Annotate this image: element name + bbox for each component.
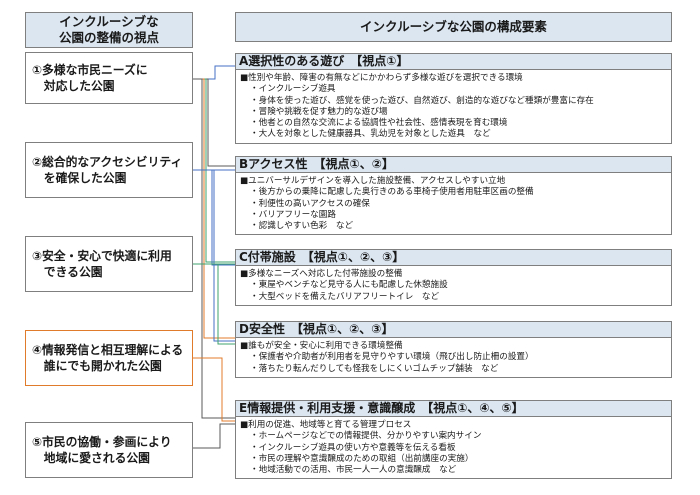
section-e-item: ・ホームページなどでの情報提供、分かりやすい案内サイン <box>250 431 482 442</box>
viewpoint-5: ⑤市民の協働・参画により 地域に愛される公園 <box>25 422 193 478</box>
section-b-item: ・バリアフリーな園路 <box>250 209 336 220</box>
section-b-title: Bアクセス性 【視点①、②】 <box>235 156 672 173</box>
section-a-item: ・インクルーシブ遊具 <box>250 84 336 95</box>
section-e-body: ■利用の促進、地域等と育てる管理プロセス ・ホームページなどでの情報提供、分かり… <box>235 417 672 480</box>
viewpoint-5-text: ⑤市民の協働・参画により 地域に愛される公園 <box>32 435 172 465</box>
section-a-item: ・他者との自然な交流による協調性や社会性、感情表現を育む環境 <box>250 118 508 129</box>
viewpoint-2-text: ②総合的なアクセシビリティ を確保した公園 <box>32 155 183 185</box>
connector-1-A <box>193 65 235 80</box>
elements-header-text: インクルーシブな公園の構成要素 <box>360 19 547 34</box>
viewpoints-header: インクルーシブな 公園の整備の視点 <box>25 12 193 48</box>
section-b-item: ・利便性の高いアクセスの確保 <box>250 198 370 209</box>
section-c-title: C付帯施設 【視点①、②、③】 <box>235 249 672 266</box>
section-e-item: ・市民の理解や意識醸成のための取組（出前講座の実施） <box>250 453 474 464</box>
connector-2-D <box>193 169 235 342</box>
section-d-body: ■誰もが安全・安心に利用できる環境整備 ・保護者や介助者が利用者を見守りやすい環… <box>235 338 672 378</box>
connector-5-E <box>193 423 235 449</box>
section-b-lead: ■ユニバーサルデザインを導入した施設整備、アクセスしやすい立地 <box>240 176 506 186</box>
section-a-title: A選択性のある遊び 【視点①】 <box>235 53 672 70</box>
section-e-item: ・地域活動での活用、市民一人一人の意識醸成 など <box>250 465 457 476</box>
section-e-title: E情報提供・利用支援・意識醸成 【視点①、④、⑤】 <box>235 400 672 417</box>
section-b-item: ・後方からの乗降に配慮した奥行きのある車椅子使用者用駐車区画の整備 <box>250 187 534 198</box>
section-b: Bアクセス性 【視点①、②】 ■ユニバーサルデザインを導入した施設整備、アクセス… <box>235 156 672 236</box>
viewpoint-1-text: ①多様な市民ニーズに 対応した公園 <box>32 63 148 93</box>
viewpoint-2: ②総合的なアクセシビリティ を確保した公園 <box>25 142 193 198</box>
section-d-lead: ■誰もが安全・安心に利用できる環境整備 <box>240 341 403 351</box>
section-a-item: ・大人を対象とした健康器具、乳幼児を対象とした遊具 など <box>250 129 491 140</box>
section-a-lead: ■性別や年齢、障害の有無などにかかわらず多様な遊びを選択できる環境 <box>240 73 523 83</box>
section-e-lead: ■利用の促進、地域等と育てる管理プロセス <box>240 420 412 430</box>
connector-3-D <box>193 263 235 345</box>
section-d-title: D安全性 【視点①、②、③】 <box>235 321 672 338</box>
section-a-item: ・身体を使った遊び、感覚を使った遊び、自然遊び、創造的な遊びなど種類が豊富に存在 <box>250 95 594 106</box>
viewpoint-3-text: ③安全・安心で快適に利用 できる公園 <box>32 249 172 279</box>
section-a: A選択性のある遊び 【視点①】 ■性別や年齢、障害の有無などにかかわらず多様な遊… <box>235 53 672 144</box>
section-c: C付帯施設 【視点①、②、③】 ■多様なニーズへ対応した付帯施設の整備 ・東屋や… <box>235 249 672 306</box>
section-b-item: ・認識しやすい色彩 など <box>250 221 354 232</box>
section-d-item: ・保護者や介助者が利用者を見守りやすい環境（飛び出し防止柵の設置） <box>250 352 534 363</box>
section-c-lead: ■多様なニーズへ対応した付帯施設の整備 <box>240 269 403 279</box>
viewpoint-3: ③安全・安心で快適に利用 できる公園 <box>25 236 193 292</box>
section-a-body: ■性別や年齢、障害の有無などにかかわらず多様な遊びを選択できる環境 ・インクルー… <box>235 70 672 144</box>
section-c-body: ■多様なニーズへ対応した付帯施設の整備 ・東屋やベンチなど見守る人にも配慮した休… <box>235 266 672 306</box>
section-e: E情報提供・利用支援・意識醸成 【視点①、④、⑤】 ■利用の促進、地域等と育てる… <box>235 400 672 480</box>
section-c-item: ・東屋やベンチなど見守る人にも配慮した休憩施設 <box>250 280 448 291</box>
section-d-item: ・落ちたり転んだりしても怪我をしにくいゴムチップ舗装 など <box>250 363 499 374</box>
section-b-body: ■ユニバーサルデザインを導入した施設整備、アクセスしやすい立地 ・後方からの乗降… <box>235 173 672 236</box>
viewpoint-4: ④情報発信と相互理解による 誰にでも開かれた公園 <box>25 330 193 386</box>
connector-1-B <box>193 78 235 167</box>
viewpoint-1: ①多様な市民ニーズに 対応した公園 <box>25 52 193 104</box>
section-e-item: ・インクルーシブ遊具の使い方や意義等を伝える看板 <box>250 442 456 453</box>
elements-header: インクルーシブな公園の構成要素 <box>235 12 672 42</box>
connector-1-E <box>193 78 235 419</box>
connector-4-E <box>193 357 235 422</box>
section-d: D安全性 【視点①、②、③】 ■誰もが安全・安心に利用できる環境整備 ・保護者や… <box>235 321 672 378</box>
viewpoints-header-text: インクルーシブな 公園の整備の視点 <box>58 14 159 45</box>
viewpoint-4-text: ④情報発信と相互理解による 誰にでも開かれた公園 <box>32 343 184 373</box>
section-c-item: ・大型ベッドを備えたバリアフリートイレ など <box>250 291 440 302</box>
section-a-item: ・冒険や挑戦を促す魅力的な遊び場 <box>250 106 388 117</box>
